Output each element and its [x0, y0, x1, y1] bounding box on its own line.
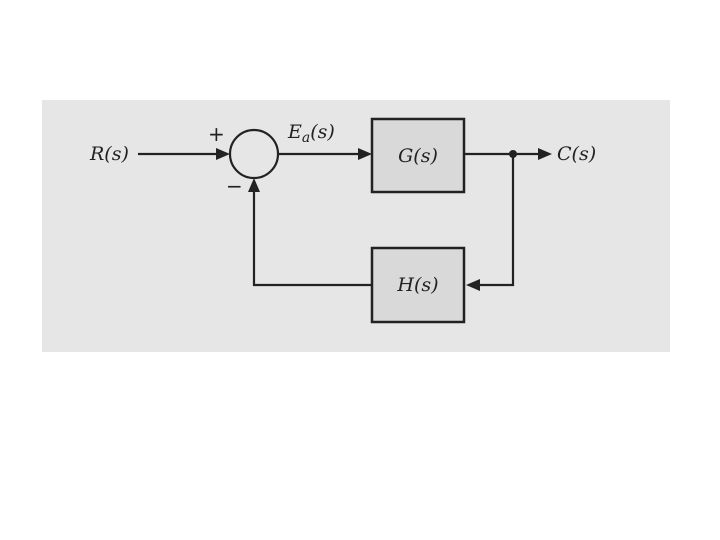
- minus-sign: −: [226, 174, 243, 198]
- forward-block-label: G(s): [398, 145, 438, 167]
- feedback-block-label: H(s): [396, 274, 438, 296]
- output-arrowhead: [538, 148, 552, 160]
- error-arrowhead: [358, 148, 372, 160]
- error-label: Ea(s): [287, 121, 335, 146]
- feedback-arrowhead-into-block: [466, 279, 480, 291]
- plus-sign: +: [208, 122, 225, 146]
- output-label: C(s): [557, 143, 596, 165]
- input-arrowhead: [216, 148, 230, 160]
- input-label: R(s): [89, 143, 129, 165]
- summing-junction: [228, 128, 280, 180]
- feedback-arrowhead-into-junction: [248, 178, 260, 192]
- feedback-block: [370, 246, 466, 324]
- feedback-wire-right: [480, 154, 515, 287]
- feedback-wire-left: [252, 192, 372, 287]
- scanned-page-background: [42, 100, 670, 352]
- forward-block: [370, 117, 466, 194]
